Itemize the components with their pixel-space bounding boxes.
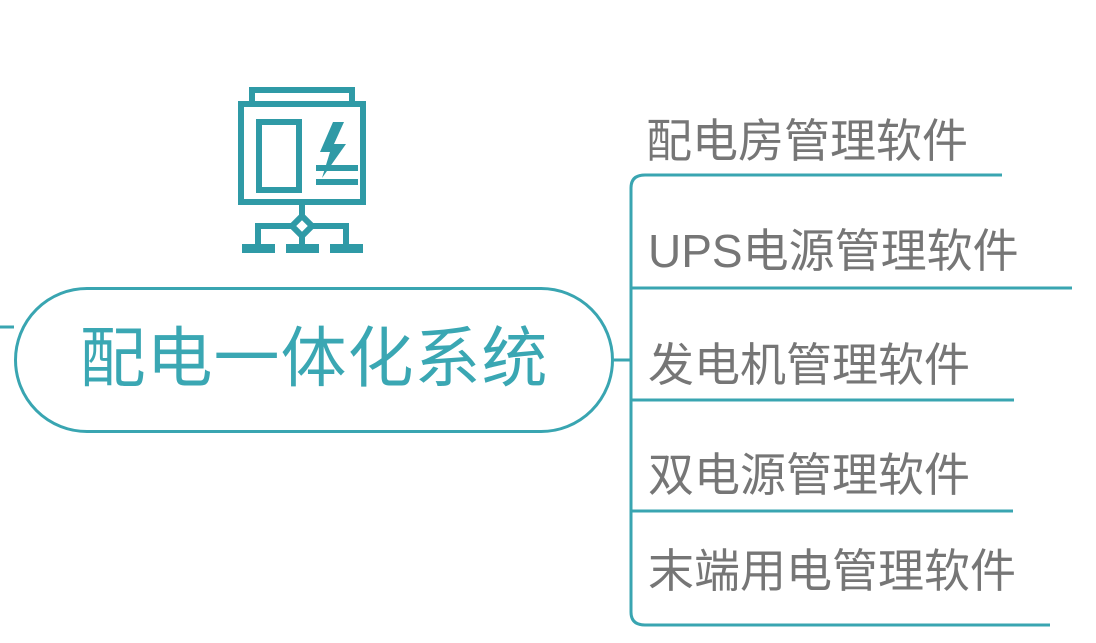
terminal-dash-right [330, 244, 363, 253]
meter-line-1 [316, 165, 358, 171]
branch-underline-5 [629, 611, 1050, 627]
terminal-dash-center [286, 244, 319, 253]
distribution-bus-right [312, 223, 349, 244]
branch-underline-1 [629, 173, 1002, 189]
distribution-bus-left [255, 223, 292, 244]
lightning-bolt [320, 122, 346, 178]
branch-label-3[interactable]: 发电机管理软件 [648, 339, 970, 391]
branch-label-5[interactable]: 末端用电管理软件 [648, 545, 1016, 597]
diamond-node [287, 211, 317, 241]
branch-label-1[interactable]: 配电房管理软件 [646, 115, 968, 167]
branch-label-2[interactable]: UPS电源管理软件 [648, 225, 1019, 277]
center-node-label: 配电一体化系统 [79, 321, 549, 395]
center-node[interactable]: 配电一体化系统 [14, 287, 614, 433]
meter-line-2 [316, 179, 358, 185]
branch-label-4[interactable]: 双电源管理软件 [648, 449, 970, 501]
terminal-dash-left [242, 244, 275, 253]
inner-door-panel [256, 119, 302, 193]
power-distribution-cabinet-icon [238, 87, 366, 253]
